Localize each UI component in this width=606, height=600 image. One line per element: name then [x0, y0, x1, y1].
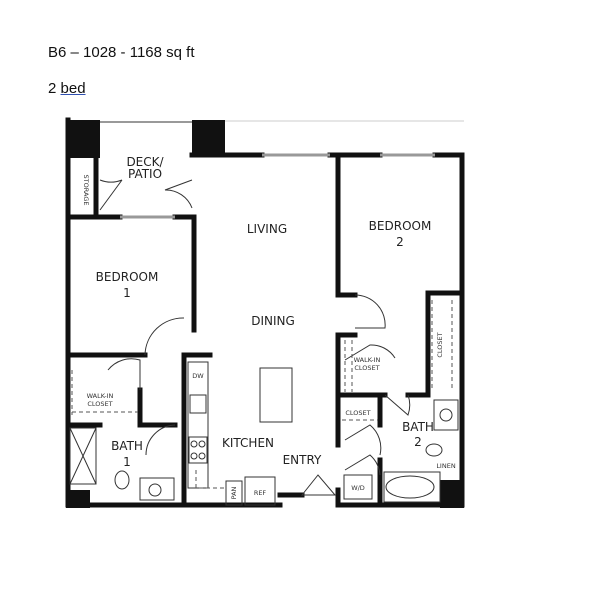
vanity	[139, 477, 175, 501]
bedroom1-number: 1	[123, 286, 131, 300]
dining-label: DINING	[251, 314, 295, 328]
dw-label: DW	[192, 372, 204, 380]
bath1-number: 1	[123, 455, 131, 469]
column-block	[66, 120, 100, 158]
unit-title: B6 – 1028 - 1168 sq ft	[48, 44, 195, 61]
kitchen-label: KITCHEN	[222, 436, 274, 450]
bath1-label: BATH	[111, 439, 143, 453]
kitchen-counter	[187, 361, 209, 489]
bedroom1-label: BEDROOM	[96, 270, 159, 284]
windows	[100, 121, 435, 219]
bath2-number: 2	[414, 435, 422, 449]
pantry	[225, 480, 243, 506]
bed-link[interactable]: bed	[60, 80, 86, 97]
vanity-2	[433, 399, 459, 431]
shower	[69, 427, 97, 485]
bath2-label: BATH	[402, 420, 434, 434]
column-block	[192, 120, 225, 156]
bedroom2-label: BEDROOM	[369, 219, 432, 233]
walkin2-label: WALK-IN	[354, 356, 381, 364]
sink	[189, 394, 207, 414]
range	[188, 436, 208, 464]
closet-label: CLOSET	[345, 409, 370, 417]
toilet-2	[425, 443, 443, 457]
walkin2-label-2: CLOSET	[354, 364, 379, 372]
linen-label: LINEN	[436, 462, 456, 470]
doors	[99, 179, 411, 496]
patio-label: PATIO	[128, 167, 162, 181]
living-label: LIVING	[247, 222, 287, 236]
beds-line: 2 bed	[48, 80, 86, 97]
fixtures	[69, 300, 459, 506]
kitchen-island	[259, 367, 293, 423]
toilet	[114, 470, 130, 490]
deck-label: DECK/	[126, 155, 164, 169]
walkin1-label: WALK-IN	[87, 392, 114, 400]
bedroom2-number: 2	[396, 235, 404, 249]
washer-dryer	[343, 474, 373, 500]
refrigerator	[244, 476, 276, 506]
wd-label: W/D	[351, 484, 365, 492]
pantry-label: PAN	[230, 486, 238, 499]
closet-bed2-label: CLOSET	[436, 332, 444, 357]
storage-label: STORAGE	[82, 175, 90, 206]
bathtub	[383, 471, 441, 503]
beds-count: 2	[48, 80, 61, 97]
walkin1-label-2: CLOSET	[87, 400, 112, 408]
ref-label: REF	[254, 489, 267, 497]
entry-label: ENTRY	[283, 453, 322, 467]
